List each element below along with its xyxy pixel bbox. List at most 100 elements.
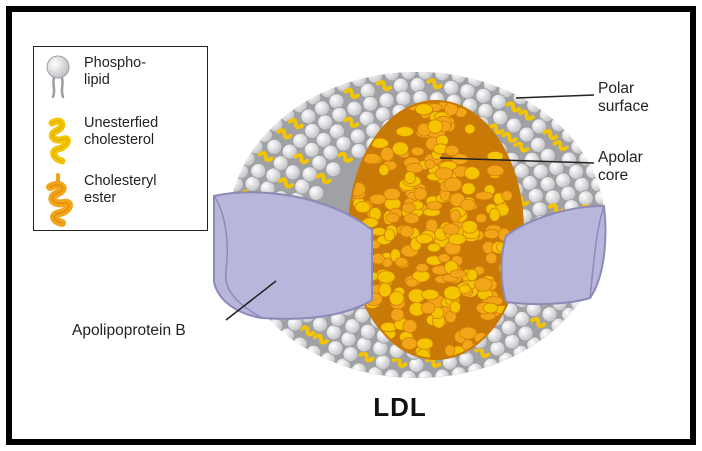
cholesteryl-ester-icon (40, 171, 76, 227)
phospholipid-head (375, 355, 390, 370)
legend-item-unesterified-cholesterol: Unesterfied cholesterol (34, 113, 209, 169)
phospholipid-head (351, 363, 366, 378)
cholesteryl-ester-molecule (404, 214, 419, 224)
phospholipid-head (561, 186, 576, 201)
phospholipid-head (507, 118, 522, 133)
legend-label-unesterified-cholesterol: Unesterfied cholesterol (84, 115, 204, 149)
cholesteryl-ester-molecule (450, 270, 466, 278)
cholesteryl-ester-molecule (421, 302, 435, 314)
phospholipid-head (301, 109, 316, 124)
cholesteryl-ester-molecule (416, 104, 433, 115)
phospholipid-head (527, 98, 542, 113)
cholesteryl-ester-molecule (445, 145, 459, 155)
cholesteryl-ester-molecule (462, 183, 476, 195)
phospholipid-head (418, 65, 433, 80)
cholesteryl-ester-molecule (405, 172, 416, 184)
phospholipid-head (251, 164, 266, 179)
cholesteryl-ester-molecule (502, 191, 513, 201)
polar-surface-leader-line (516, 95, 594, 98)
cholesteryl-ester-molecule (444, 178, 461, 192)
phospholipid-head (315, 101, 330, 116)
polar-surface-label: Polar surface (598, 80, 649, 116)
phospholipid-head (326, 162, 341, 177)
cholesteryl-ester-molecule (384, 229, 395, 241)
cholesteryl-ester-molecule (486, 253, 497, 264)
cholesteryl-ester-molecule (467, 269, 478, 281)
phospholipid-head (542, 307, 557, 322)
phospholipid-head (347, 101, 362, 116)
phospholipid-head (571, 139, 586, 154)
phospholipid-icon (40, 53, 76, 109)
phospholipid-head (306, 345, 321, 360)
cholesteryl-ester-molecule (355, 202, 370, 213)
cholesteryl-ester-molecule (392, 142, 408, 155)
phospholipid-head (379, 93, 394, 108)
cholesteryl-ester-molecule (475, 192, 492, 200)
cholesteryl-ester-molecule (389, 292, 404, 306)
phospholipid-head (578, 191, 593, 206)
figure-title: LDL (330, 392, 470, 423)
cholesteryl-ester-molecule (403, 320, 417, 333)
cholesteryl-ester-molecule (377, 271, 395, 283)
phospholipid-head (483, 358, 498, 373)
cholesteryl-ester-molecule (489, 208, 500, 221)
phospholipid-head (539, 328, 554, 343)
cholesteryl-ester-molecule (411, 147, 424, 156)
cholesteryl-ester-molecule (483, 303, 497, 313)
phospholipid-head (435, 369, 450, 384)
legend-item-phospholipid: Phospho- lipid (34, 53, 209, 109)
phospholipid-head (476, 88, 491, 103)
cholesteryl-ester-molecule (459, 285, 471, 294)
phospholipid-head (360, 83, 375, 98)
phospholipid-head (545, 190, 560, 205)
phospholipid-head (401, 370, 416, 385)
cholesteryl-ester-molecule (391, 309, 404, 322)
cholesteryl-ester-molecule (416, 264, 429, 273)
phospholipid-head (328, 341, 343, 356)
cholesteryl-ester-molecule (464, 167, 479, 180)
cholesteryl-ester-molecule (476, 214, 487, 223)
cholesteryl-ester-molecule (425, 160, 435, 169)
cholesteryl-ester-molecule (417, 338, 433, 349)
phospholipid-head (401, 65, 416, 80)
phospholipid-head (460, 84, 475, 99)
cholesteryl-ester-molecule (406, 279, 418, 287)
cholesteryl-ester-molecule (450, 210, 460, 222)
cholesteryl-ester-molecule (461, 199, 476, 211)
phospholipid-head (292, 337, 307, 352)
phospholipid-head (304, 142, 319, 157)
phospholipid-head (313, 317, 328, 332)
cholesteryl-ester-molecule (427, 202, 442, 211)
phospholipid-head (595, 190, 610, 205)
unesterified-cholesterol-icon (40, 113, 76, 169)
phospholipid-head (285, 165, 300, 180)
cholesteryl-ester-molecule (395, 258, 408, 267)
cholesteryl-ester-molecule (385, 213, 399, 223)
phospholipid-head (435, 66, 450, 81)
cholesteryl-ester-molecule (372, 253, 384, 264)
cholesteryl-ester-molecule (370, 194, 386, 204)
phospholipid-head (323, 145, 338, 160)
phospholipid-head (329, 94, 344, 109)
phospholipid-head (528, 188, 543, 203)
legend-label-cholesteryl-ester: Cholesteryl ester (84, 173, 204, 207)
phospholipid-head (326, 325, 341, 340)
phospholipid-head (267, 139, 282, 154)
cholesteryl-ester-molecule (427, 243, 440, 252)
phospholipid-head (574, 177, 589, 192)
phospholipid-head (343, 347, 358, 362)
cholesteryl-ester-molecule (396, 127, 413, 137)
cholesteryl-ester-molecule (402, 203, 415, 213)
phospholipid-head (532, 202, 547, 217)
phospholipid-head (491, 94, 506, 109)
phospholipid-head (490, 341, 505, 356)
phospholipid-head (562, 128, 577, 143)
apolar-core-label: Apolar core (598, 149, 643, 185)
cholesteryl-ester-molecule (445, 345, 455, 356)
cholesteryl-ester-molecule (450, 301, 461, 313)
legend-item-cholesteryl-ester: Cholesteryl ester (34, 171, 209, 227)
cholesteryl-ester-molecule (416, 234, 433, 244)
phospholipid-head (518, 326, 533, 341)
phospholipid-head (505, 334, 520, 349)
cholesteryl-ester-molecule (400, 226, 414, 237)
